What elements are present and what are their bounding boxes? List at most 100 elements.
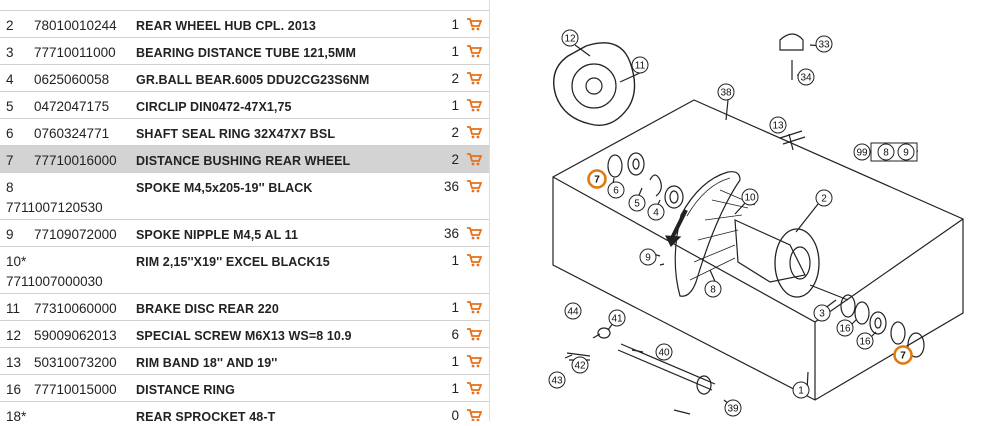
callout-circle[interactable]: [628, 194, 646, 212]
add-to-cart-icon[interactable]: [466, 300, 483, 314]
panel-divider: [489, 0, 490, 421]
quantity: 1: [451, 44, 459, 59]
callout-circle[interactable]: [655, 343, 673, 361]
add-to-cart-icon[interactable]: [466, 226, 483, 240]
part-description: RIM 2,15''X19'' EXCEL BLACK15: [136, 255, 330, 269]
add-to-cart-icon[interactable]: [466, 152, 483, 166]
callout-circle[interactable]: [639, 248, 657, 266]
callout-number: 39: [727, 404, 739, 415]
add-to-cart-icon[interactable]: [466, 17, 483, 31]
quantity: 1: [451, 381, 459, 396]
add-to-cart-icon[interactable]: [466, 253, 483, 267]
callout-circle[interactable]: [893, 345, 913, 365]
part-number: 50310073200: [34, 355, 117, 370]
position-number: 10*: [6, 254, 27, 269]
callout-circle[interactable]: [769, 116, 787, 134]
position-number: 2: [6, 18, 14, 33]
callout-circle[interactable]: [561, 29, 579, 47]
callout-number: 9: [903, 148, 909, 159]
callout-circle[interactable]: [897, 143, 915, 161]
add-to-cart-icon[interactable]: [466, 327, 483, 341]
callout-circle[interactable]: [587, 169, 607, 189]
part-description: SHAFT SEAL RING 32X47X7 BSL: [136, 127, 336, 141]
callout-number: 44: [567, 307, 579, 318]
callout-number: 12: [564, 34, 576, 45]
callout-number: 2: [821, 194, 827, 205]
callout-number: 3: [819, 309, 825, 320]
quantity: 1: [451, 253, 459, 268]
part-number: 0472047175: [34, 99, 110, 114]
callout-circle[interactable]: [815, 35, 833, 53]
part-number: 7771000114430: [6, 0, 99, 3]
position-number: 13: [6, 355, 22, 370]
callout-circle[interactable]: [741, 188, 759, 206]
callout-circle[interactable]: [717, 83, 735, 101]
part-number: 77109072000: [34, 227, 117, 242]
callout-circle[interactable]: [631, 56, 649, 74]
callout-circle[interactable]: [836, 319, 854, 337]
callout-circle[interactable]: [815, 189, 833, 207]
add-to-cart-icon[interactable]: [466, 354, 483, 368]
quantity: 6: [451, 327, 459, 342]
quantity: 1: [451, 354, 459, 369]
callout-circle[interactable]: [607, 181, 625, 199]
callout-circle[interactable]: [571, 356, 589, 374]
callout-circle[interactable]: [797, 68, 815, 86]
callout-circle[interactable]: [704, 280, 722, 298]
add-to-cart-icon[interactable]: [466, 408, 483, 421]
callout-circle[interactable]: [856, 332, 874, 350]
add-to-cart-icon[interactable]: [466, 98, 483, 112]
callout-circle[interactable]: [608, 309, 626, 327]
quantity: 0: [451, 408, 459, 421]
add-to-cart-icon[interactable]: [466, 125, 483, 139]
position-number: 16: [6, 382, 22, 397]
part-description: CIRCLIP DIN0472-47X1,75: [136, 100, 292, 114]
add-to-cart-icon[interactable]: [466, 381, 483, 395]
part-number: 7711007000030: [6, 274, 103, 289]
callout-circle[interactable]: [853, 143, 871, 161]
callout-circle[interactable]: [564, 302, 582, 320]
part-number: 77710015000: [34, 382, 117, 397]
callout-circle[interactable]: [647, 203, 665, 221]
add-to-cart-icon[interactable]: [466, 71, 483, 85]
callout-number: 8: [710, 285, 716, 296]
parts-row-partial[interactable]: 7771000114430: [0, 0, 489, 11]
parts-row[interactable]: 10* 7711007000030 RIM 2,15''X19'' EXCEL BL…: [0, 247, 489, 294]
part-number: 0760324771: [34, 126, 110, 141]
callout-number: 13: [772, 121, 784, 132]
callout-circle[interactable]: [548, 371, 566, 389]
callout-circle[interactable]: [877, 143, 895, 161]
callout-number: 7: [594, 175, 600, 186]
part-description: DISTANCE BUSHING REAR WHEEL: [136, 154, 351, 168]
quantity: 36: [443, 226, 459, 241]
callout-number: 16: [859, 337, 871, 348]
position-number: 7: [6, 153, 14, 168]
quantity: 2: [451, 71, 459, 86]
position-number: 5: [6, 99, 14, 114]
part-description: GR.BALL BEAR.6005 DDU2CG23S6NM: [136, 73, 370, 87]
callout-circle[interactable]: [724, 399, 742, 417]
position-number: 11: [6, 301, 21, 316]
part-number: 59009062013: [34, 328, 117, 343]
add-to-cart-icon[interactable]: [466, 179, 483, 193]
position-number: 12: [6, 328, 22, 343]
callout-circle[interactable]: [813, 304, 831, 322]
add-to-cart-icon[interactable]: [466, 44, 483, 58]
callout-circle[interactable]: [792, 381, 810, 399]
callout-number: 9: [645, 253, 651, 264]
